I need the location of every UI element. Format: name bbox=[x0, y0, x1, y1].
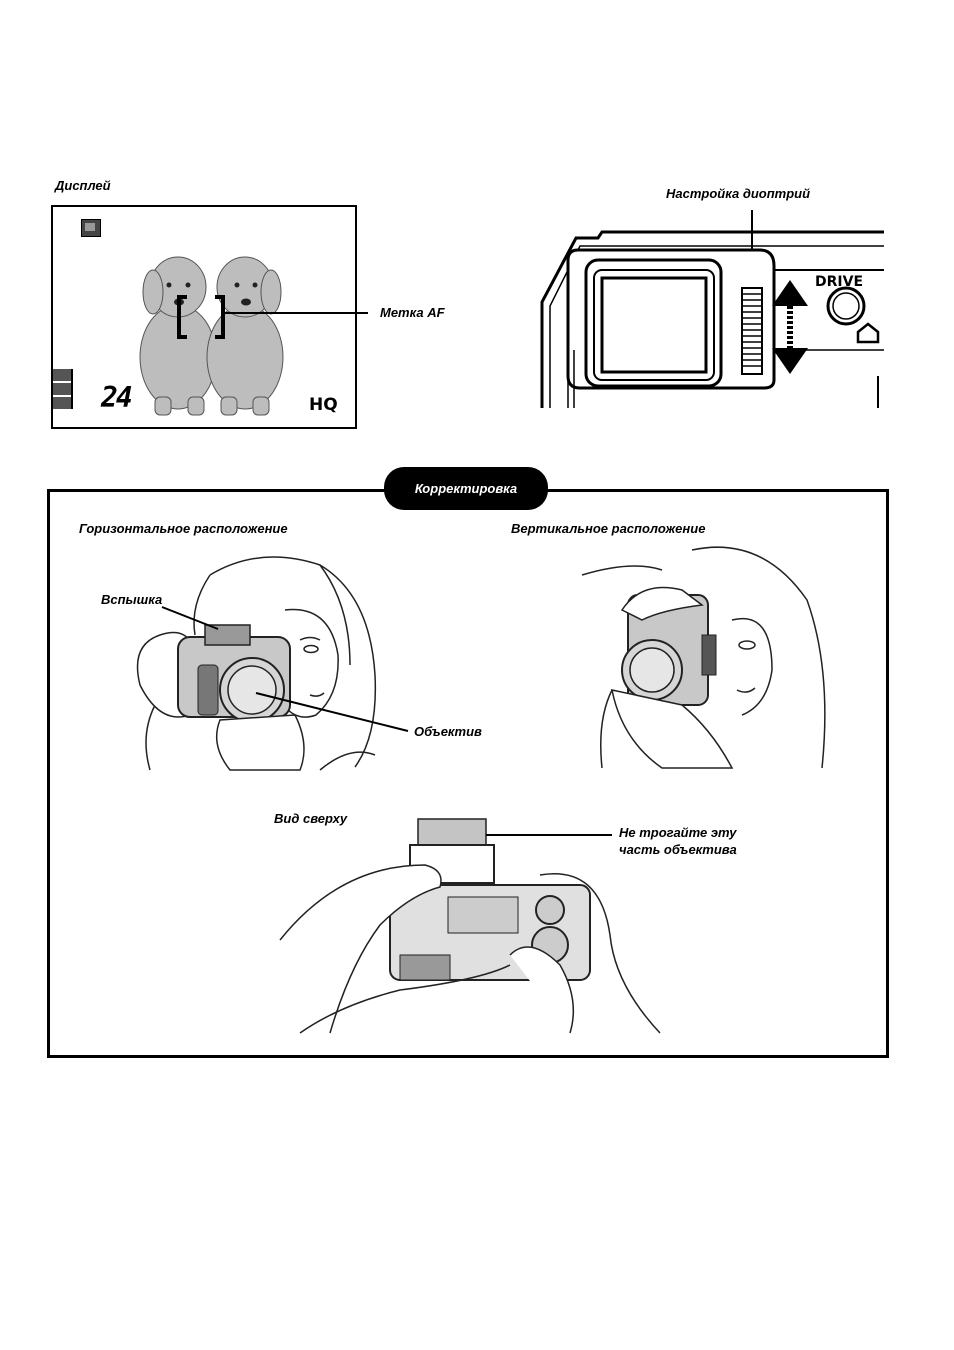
lens-warning-line2: часть объектива bbox=[619, 842, 737, 857]
diopter-dial bbox=[742, 288, 762, 374]
af-mark-label: Метка AF bbox=[380, 305, 445, 320]
top-view-illustration bbox=[280, 815, 675, 1035]
battery-icon bbox=[53, 369, 73, 409]
horizontal-grip-illustration bbox=[120, 545, 390, 770]
lcd-display-illustration: 24 HQ bbox=[51, 205, 357, 429]
flash-label: Вспышка bbox=[101, 592, 162, 607]
lens-label: Объектив bbox=[414, 724, 482, 739]
horizontal-grip-label: Горизонтальное расположение bbox=[79, 521, 288, 536]
up-down-arrow-icon bbox=[772, 280, 808, 374]
correction-badge: Корректировка bbox=[384, 467, 548, 510]
drive-label: DRIVE bbox=[815, 274, 863, 290]
quality-indicator: HQ bbox=[309, 395, 338, 415]
display-title: Дисплей bbox=[55, 178, 111, 193]
lens-warning-line1: Не трогайте эту bbox=[619, 825, 736, 840]
diopter-label: Настройка диоптрий bbox=[666, 186, 810, 201]
vertical-grip-illustration bbox=[582, 540, 832, 770]
vertical-grip-label: Вертикальное расположение bbox=[511, 521, 705, 536]
af-target-mark bbox=[175, 295, 227, 339]
af-leader-line bbox=[222, 312, 372, 316]
frame-count: 24 bbox=[101, 381, 131, 414]
record-mode-icon bbox=[81, 219, 101, 237]
correction-badge-text: Корректировка bbox=[415, 481, 517, 496]
viewfinder-illustration bbox=[538, 210, 884, 410]
